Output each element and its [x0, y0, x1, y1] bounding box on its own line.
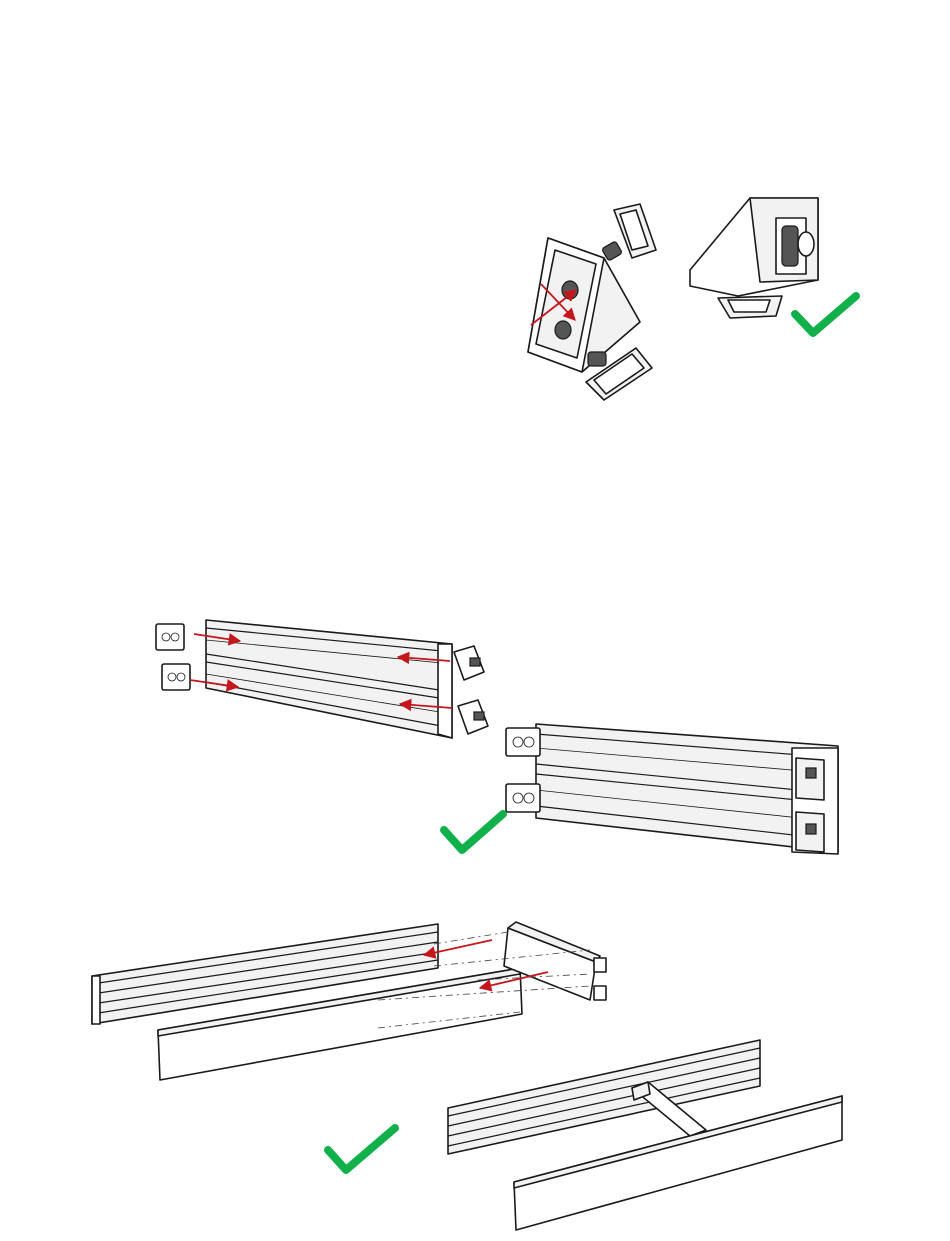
corner-bracket [528, 238, 640, 372]
t-nut-bottom [586, 348, 652, 400]
double-profile [206, 620, 452, 738]
t-nut-top [602, 204, 656, 261]
end-cap-right-top [454, 646, 484, 680]
step-3-assembled [448, 1040, 842, 1230]
end-cap-left-bottom [162, 664, 190, 690]
end-cap-left-top [156, 624, 184, 650]
step-2-exploded [156, 620, 488, 738]
end-cap-right-bottom [458, 700, 488, 734]
check-mark-icon [795, 296, 856, 333]
step-1-exploded [528, 204, 656, 400]
step-2-assembled [506, 724, 838, 854]
check-mark-icon [444, 814, 503, 850]
step-1-assembled [690, 198, 818, 318]
step-3-exploded [92, 922, 606, 1080]
check-mark-icon [328, 1128, 395, 1170]
